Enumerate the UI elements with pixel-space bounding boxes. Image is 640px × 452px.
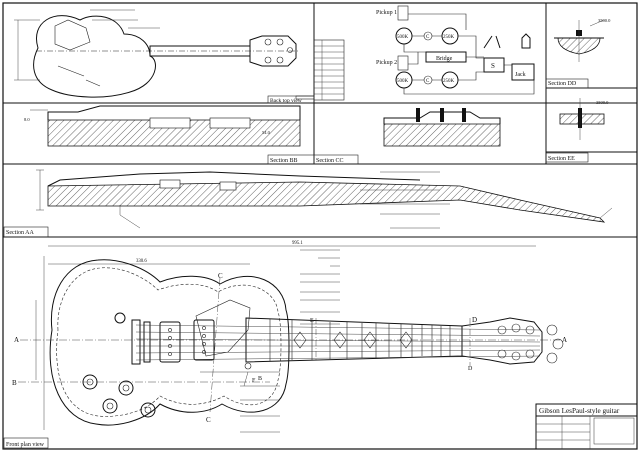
volume-knob-2 [118,380,134,396]
section-d-bottom: D [468,366,473,372]
ee-dim: 3500.0 [596,100,609,105]
jack-label: Jack [515,72,526,78]
jack-icon [521,33,531,49]
bridge [143,321,151,363]
section-aa: Section AA [3,169,613,238]
bridge-label: Bridge [436,56,453,62]
drawing-title: Gibson LesPaul-style guitar [539,407,620,415]
section-bb: 8.0 54.0 Section BB [24,105,315,165]
section-aa-label: Section AA [6,230,34,236]
front-view: 995.1 330.6 [3,241,567,449]
tailpiece [131,319,141,365]
jack-box [511,63,535,81]
back-view: Back top view [14,9,315,104]
section-a-left: A [14,336,19,344]
body-width-dim: 330.6 [136,259,147,264]
section-b-left: B [12,379,17,387]
neck-pickup [159,321,181,363]
pot-1-label: 500K [397,35,409,40]
switch-label: S [491,62,495,70]
section-cc: Section CC [313,108,501,165]
bb-dim-left: 8.0 [24,117,30,122]
section-dd-label: Section DD [548,81,577,87]
title-block: Gibson LesPaul-style guitar [535,403,638,450]
section-f-label: F [252,378,256,384]
section-b-right: B [258,376,262,382]
parts-table [313,39,345,101]
wiring-diagram: Pickup 1 Pickup 2 500K 250K 500K 250K C … [376,5,535,95]
front-view-label: Front plan view [6,442,45,448]
pot-2-label: 250K [443,35,455,40]
bb-dim-right: 54.0 [262,130,271,135]
section-dd: 3500.0 Section DD [545,18,611,89]
selector-switch [114,312,126,324]
section-ee: 3500.0 Section EE [545,98,609,163]
dd-dim: 3500.0 [598,18,611,23]
section-e-top: E [310,318,314,324]
section-cc-label: Section CC [316,158,344,164]
pickup-2-label: Pickup 2 [376,60,397,66]
pot-3-label: 500K [397,79,409,84]
pot-4-label: 250K [443,79,455,84]
section-c-bottom: C [206,416,211,424]
cap-1-label: C [426,35,430,40]
section-c-top: C [218,272,223,280]
tone-knob-2 [140,402,156,418]
back-view-label: Back top view [270,98,302,104]
section-ee-label: Section EE [548,156,575,162]
toggle-switch-icon [483,35,501,49]
section-bb-label: Section BB [270,158,298,164]
tone-knob-1 [102,398,118,414]
cap-2-label: C [426,79,430,84]
section-d-top: D [472,316,477,324]
section-a-right: A [562,336,567,344]
pickup-1-label: Pickup 1 [376,10,397,16]
overall-length-dim: 995.1 [292,241,303,246]
